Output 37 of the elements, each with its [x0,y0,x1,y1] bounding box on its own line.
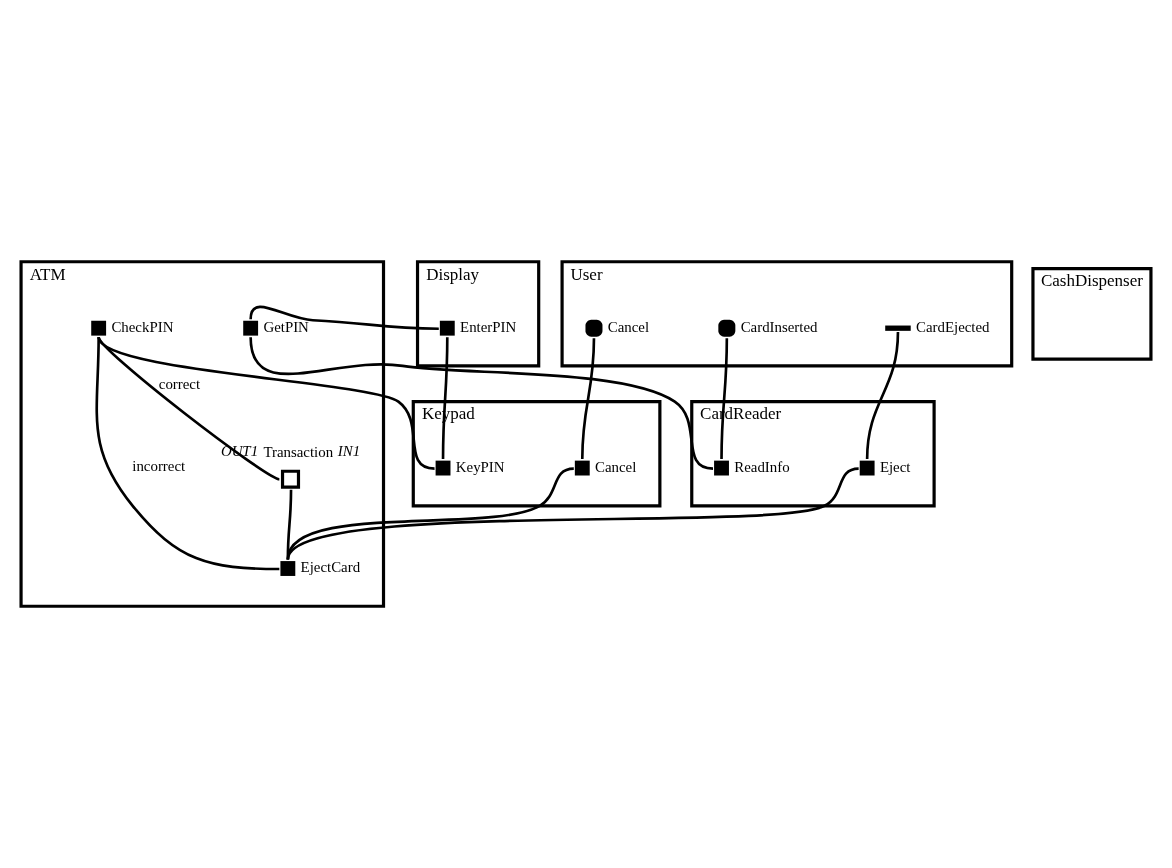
node-label: CheckPIN [111,319,174,336]
connector [286,467,574,560]
node-box [859,460,875,476]
node-box [574,460,590,476]
node-label: Cancel [595,459,637,475]
connector [249,337,714,470]
node-label: EnterPIN [460,319,517,336]
node-label: CardInserted [740,319,818,336]
node-box [714,460,729,476]
node-box [435,460,451,476]
node-label: Cancel [607,319,650,336]
edge-label: correct [158,376,201,393]
node-box [439,320,455,336]
connector [249,305,439,331]
node-label: GetPIN [263,319,309,336]
connector [865,331,900,460]
node-box: CashDispenser [1031,266,1153,361]
node-label: IN1 [337,443,361,460]
edge-label: incorrect [132,458,186,475]
connector [97,336,280,481]
node-label: ReadInfo [734,459,790,475]
node-box [243,320,259,336]
connector [441,337,449,460]
connector [95,337,280,571]
node-box [91,320,107,336]
node-box [885,325,911,331]
node-label: EjectCard [300,559,361,576]
node-label: CardEjected [916,319,990,336]
node-box [280,469,301,489]
node-label: Transaction [263,444,334,461]
node-label: KeyPIN [455,459,505,475]
connector [286,467,859,561]
connector [286,489,293,560]
node-box [280,561,296,576]
connector [720,338,729,460]
connector [580,338,596,460]
node-label: Eject [879,459,911,475]
